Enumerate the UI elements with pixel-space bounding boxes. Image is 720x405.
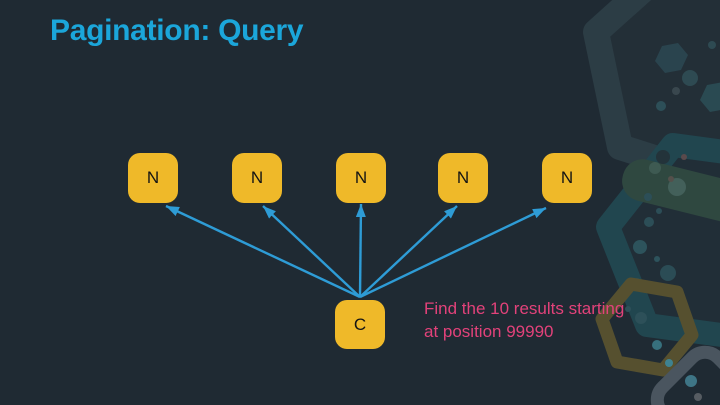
dot [633,240,647,254]
band-decoration [622,159,720,223]
arrow-c-to-n5 [359,206,547,299]
node-box-n-4: N [438,153,488,203]
dot [633,278,641,286]
annotation-line-1: Find the 10 results starting [424,299,625,318]
dot [644,193,652,201]
dot [681,154,687,160]
node-box-n-2: N [232,153,282,203]
node-label: N [250,168,264,187]
dot [656,208,662,214]
diamond-ring-icon [650,345,720,405]
dot [656,101,666,111]
dot [665,359,673,367]
node-box-n-5: N [542,153,592,203]
annotation-line-2: at position 99990 [424,322,554,341]
arrow-c-to-n2 [262,205,361,298]
arrow-c-to-n3 [355,203,366,298]
node-box-n-1: N [128,153,178,203]
hexagon-ring-top-icon [583,0,720,193]
arrow-c-to-n4 [359,205,458,298]
small-hexagon-icon [700,82,720,112]
dot [656,150,670,164]
dot [668,178,686,196]
dot [649,162,661,174]
node-box-coordinator: C [335,300,385,349]
dot [660,265,676,281]
small-hexagon-icon [655,43,688,73]
dot [682,70,698,86]
annotation-text: Find the 10 results starting at position… [424,297,664,343]
node-label: N [456,168,470,187]
node-label: N [560,168,574,187]
node-label: C [353,314,367,334]
dot [673,293,681,301]
dot [685,375,697,387]
node-label: N [146,168,160,187]
dot [708,41,716,49]
dot [654,256,660,262]
dot [672,87,680,95]
node-label: N [354,168,368,187]
dot [668,176,674,182]
dot [694,393,702,401]
slide-title: Pagination: Query [50,14,304,47]
node-box-n-3: N [336,153,386,203]
arrow-c-to-n1 [165,204,361,299]
dot [644,217,654,227]
